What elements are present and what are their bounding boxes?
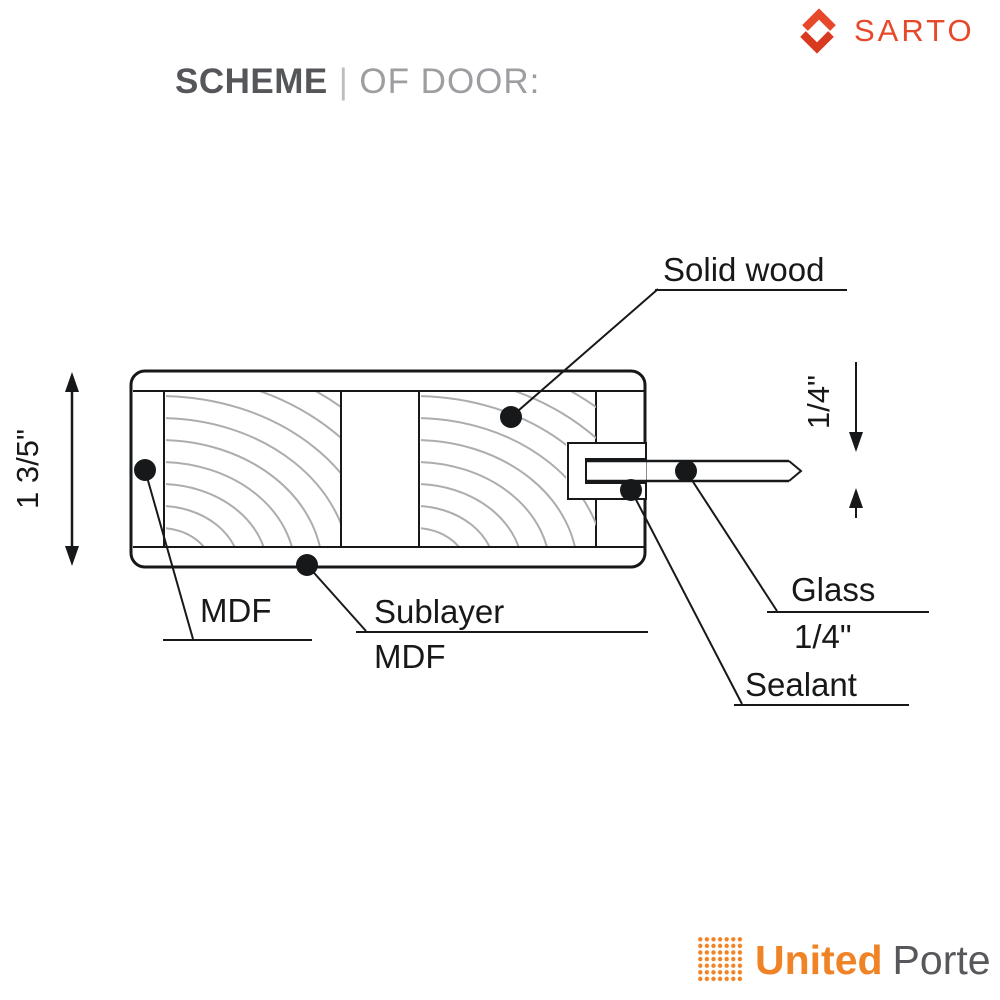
title-scheme: SCHEME: [175, 62, 328, 101]
sealant-channel: [567, 442, 647, 500]
title-subtitle: OF DOOR:: [359, 62, 541, 101]
sealant-label: Sealant: [745, 666, 857, 703]
door-thickness-label: 1 3/5": [10, 429, 45, 509]
glass-break-symbol: [788, 460, 803, 482]
leader-line: [144, 469, 194, 640]
glass-size-label: 1/4": [794, 618, 852, 655]
leader-line: [510, 288, 659, 418]
dimension-door-thickness: 1 3/5": [10, 372, 79, 566]
arrow-up-icon: [65, 372, 79, 392]
callout-solid-wood: Solid wood: [500, 251, 847, 428]
arrow-down-icon: [849, 432, 863, 452]
united-porte-logo-icon: [698, 937, 744, 983]
sarto-logo-icon: [800, 8, 836, 54]
sarto-logo: SARTO: [795, 8, 975, 54]
page-title: SCHEME | OF DOOR:: [175, 62, 540, 102]
glass-label: Glass: [791, 571, 875, 608]
callout-sealant: Sealant: [620, 479, 909, 706]
sarto-logo-text: SARTO: [854, 13, 975, 48]
arrow-up-icon: [849, 488, 863, 508]
mdf-label: MDF: [200, 592, 271, 629]
united-porte-logo: United Porte: [697, 936, 991, 984]
solid-wood-label: Solid wood: [663, 251, 824, 288]
united-label: United: [755, 936, 883, 983]
callout-mdf: MDF: [134, 459, 312, 641]
arrow-down-icon: [65, 546, 79, 566]
porte-label: Porte: [892, 936, 991, 983]
leader-line: [306, 564, 367, 632]
glass-thickness-label: 1/4": [801, 375, 836, 429]
dimension-glass-thickness: 1/4": [801, 362, 863, 518]
callout-glass: Glass 1/4": [675, 460, 929, 655]
sublayer-label: Sublayer: [374, 593, 504, 630]
sublayer-mdf-label: MDF: [374, 638, 445, 675]
leader-line: [630, 489, 743, 705]
title-separator: |: [338, 62, 349, 101]
callout-sublayer-mdf: Sublayer MDF: [296, 554, 648, 675]
leader-line: [685, 470, 778, 612]
